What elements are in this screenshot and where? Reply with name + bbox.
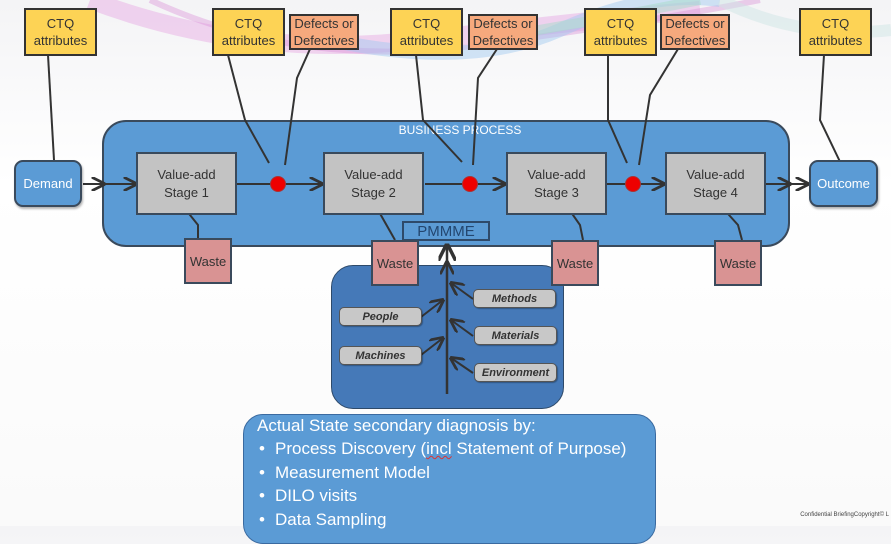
factor-materials: Materials [474,326,557,345]
stage-label: Value-add [686,166,745,182]
ctq-box-2: CTQ attributes [212,8,285,56]
waste-box-4: Waste [714,240,762,286]
ctq-line2: attributes [593,33,648,48]
ctq-line1: CTQ [46,16,75,31]
stage-number: Stage 1 [164,184,209,200]
ctq-line2: attributes [33,33,88,48]
factor-machines: Machines [339,346,422,365]
footer-copyright: Confidential BriefingCopyright© L [800,512,889,518]
value-add-stage-2: Value-add Stage 2 [323,152,424,215]
diagnosis-list: Process Discovery (incl Statement of Pur… [257,437,655,531]
defect-point-3 [625,176,641,192]
stage-number: Stage 4 [693,184,738,200]
business-process-title: BUSINESS PROCESS [398,123,522,137]
ctq-line1: CTQ [606,16,635,31]
item-text: Measurement Model [275,462,430,482]
diagnosis-title: Actual State secondary diagnosis by: [257,416,536,435]
value-add-stage-1: Value-add Stage 1 [136,152,237,215]
item-text: Statement of Purpose) [451,439,627,458]
stage-number: Stage 2 [351,184,396,200]
item-text: Data Sampling [275,509,387,529]
ctq-box-4: CTQ attributes [584,8,657,56]
ctq-line2: attributes [399,33,454,48]
stage-number: Stage 3 [534,184,579,200]
pmmme-label: PMMME [402,221,490,241]
defects-box-1: Defects or Defectives [289,14,359,50]
ctq-line1: CTQ [234,16,263,31]
item-text: DILO visits [275,486,358,505]
waste-box-1: Waste [184,238,232,284]
spellcheck-flagged-word: incl [426,439,452,458]
diagnosis-item: Process Discovery (incl Statement of Pur… [257,437,655,461]
stage-label: Value-add [157,166,216,182]
diagnosis-item: DILO visits [257,484,655,508]
waste-box-3: Waste [551,240,599,286]
demand-node: Demand [14,160,82,207]
defects-line2: Defectives [293,33,355,48]
diagnosis-panel: Actual State secondary diagnosis by: Pro… [243,414,656,544]
ctq-line1: CTQ [821,16,850,31]
defects-line1: Defects or [665,16,725,31]
defects-line1: Defects or [294,16,354,31]
value-add-stage-3: Value-add Stage 3 [506,152,607,215]
factor-people: People [339,307,422,326]
factor-methods: Methods [473,289,556,308]
defects-line2: Defectives [472,33,534,48]
stage-label: Value-add [527,166,586,182]
ctq-box-5: CTQ attributes [799,8,872,56]
ctq-box-1: CTQ attributes [24,8,97,56]
defect-point-2 [462,176,478,192]
defects-line1: Defects or [473,16,533,31]
diagnosis-item: Data Sampling [257,508,655,532]
ctq-box-3: CTQ attributes [390,8,463,56]
defects-line2: Defectives [664,33,726,48]
outcome-node: Outcome [809,160,878,207]
factor-environment: Environment [474,363,557,382]
defects-box-2: Defects or Defectives [468,14,538,50]
waste-box-2: Waste [371,240,419,286]
defects-box-3: Defects or Defectives [660,14,730,50]
diagnosis-item: Measurement Model [257,461,655,485]
value-add-stage-4: Value-add Stage 4 [665,152,766,215]
item-text: Process Discovery ( [275,439,427,458]
defect-point-1 [270,176,286,192]
ctq-line1: CTQ [412,16,441,31]
ctq-line2: attributes [221,33,276,48]
stage-label: Value-add [344,166,403,182]
ctq-line2: attributes [808,33,863,48]
